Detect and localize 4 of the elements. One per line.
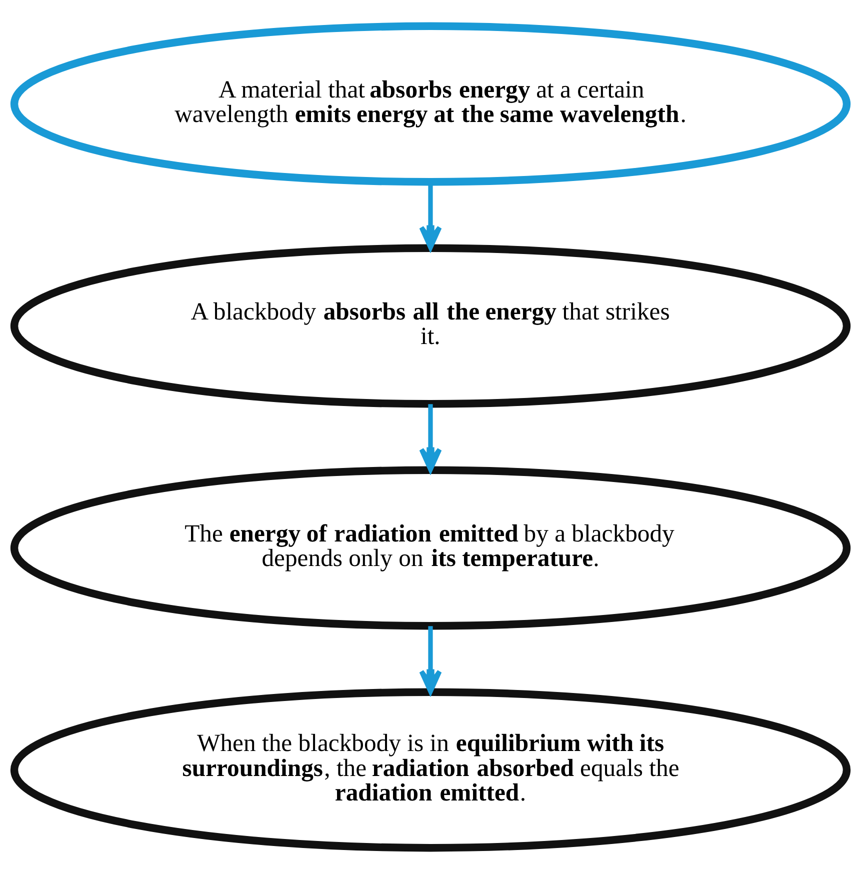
node-ellipse: When the blackbody is in equilibrium with its surroundings, the radiation absorbed equals the radiation emitted. <box>10 688 851 852</box>
node-ellipse: A material that absorbs energy at a certain wavelength emits energy at the same wavelength. <box>10 22 851 186</box>
node-ellipse: The energy of radiation emitted by a blackbody depends only on its temperature. <box>10 466 851 630</box>
node-ellipse: A blackbody absorbs all the energy that strikes it. <box>10 244 851 408</box>
